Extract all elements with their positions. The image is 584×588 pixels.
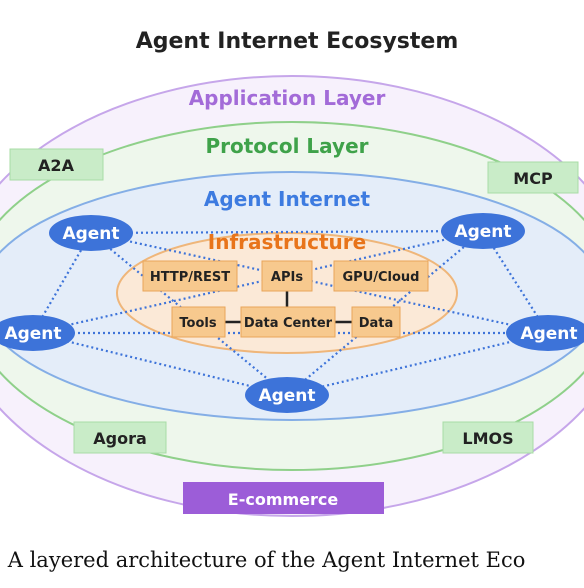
infra-label-gpu: GPU/Cloud xyxy=(343,270,420,285)
agent-internet-label: Agent Internet xyxy=(204,187,371,211)
application-box-ecommerce: E-commerce xyxy=(183,482,384,514)
protocol-label-lmos: LMOS xyxy=(462,429,513,448)
infra-label-data: Data xyxy=(359,316,394,331)
agent-label: Agent xyxy=(62,224,119,244)
protocol-box-a2a: A2A xyxy=(9,148,104,181)
agent-top-right: Agent xyxy=(441,213,525,249)
protocol-box-agora: Agora xyxy=(73,421,167,454)
protocol-label-a2a: A2A xyxy=(38,156,75,175)
connection-tl-b xyxy=(90,232,288,396)
protocol-box-mcp: MCP xyxy=(487,161,579,194)
infra-box-datacenter: Data Center xyxy=(240,306,336,338)
diagram-title: Agent Internet Ecosystem xyxy=(136,29,459,54)
application-layer-label: Application Layer xyxy=(189,86,386,110)
connection-tr-ml xyxy=(32,229,484,335)
protocol-layer-label: Protocol Layer xyxy=(205,134,368,158)
protocol-label-agora: Agora xyxy=(93,429,147,448)
agent-label: Agent xyxy=(520,324,577,344)
infrastructure-label: Infrastructure xyxy=(208,230,366,254)
infra-box-data: Data xyxy=(351,306,401,338)
connection-tl-tr xyxy=(90,229,484,235)
agent-mid-right: Agent xyxy=(506,315,584,351)
protocol-box-lmos: LMOS xyxy=(442,421,534,454)
infra-label-http: HTTP/REST xyxy=(150,270,230,285)
agent-top-left: Agent xyxy=(49,215,133,251)
infra-box-apis: APIs xyxy=(261,260,313,292)
agent-label: Agent xyxy=(454,222,511,242)
infra-label-apis: APIs xyxy=(271,270,303,285)
agent-bottom: Agent xyxy=(245,377,329,413)
agent-label: Agent xyxy=(4,324,61,344)
infra-box-gpu: GPU/Cloud xyxy=(333,260,429,292)
application-label-ecommerce: E-commerce xyxy=(228,490,339,509)
agent-label: Agent xyxy=(258,386,315,406)
infra-label-tools: Tools xyxy=(179,316,216,331)
infrastructure-connectors xyxy=(225,291,352,324)
connection-ml-b xyxy=(32,331,288,397)
infra-box-tools: Tools xyxy=(171,306,226,338)
infra-box-http: HTTP/REST xyxy=(142,260,238,292)
infra-label-datacenter: Data Center xyxy=(244,316,333,331)
agent-mid-left: Agent xyxy=(0,315,75,351)
figure-caption: : A layered architecture of the Agent In… xyxy=(0,548,526,572)
protocol-label-mcp: MCP xyxy=(513,169,553,188)
